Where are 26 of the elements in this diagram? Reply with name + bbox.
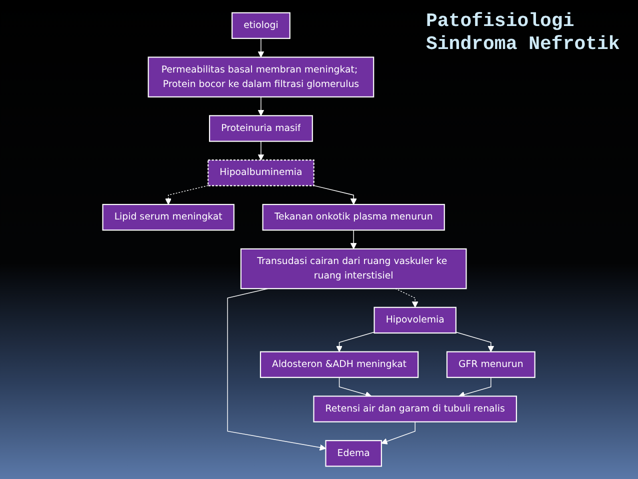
arrow xyxy=(258,140,264,160)
arrow xyxy=(350,230,357,250)
arrow xyxy=(381,421,416,444)
arrow xyxy=(227,288,326,451)
node-box: GFR menurun xyxy=(446,351,536,378)
arrow xyxy=(258,96,264,116)
node-box: Hipovolemia xyxy=(374,306,457,334)
arrow xyxy=(395,288,418,308)
arrow xyxy=(339,377,372,398)
arrow xyxy=(456,332,494,352)
node-box: etiologi xyxy=(232,12,291,39)
arrow xyxy=(336,332,375,352)
arrow xyxy=(165,185,209,205)
node-box: Permeabilitas basal membran meningkat; Protein bocor ke dalam filtrasi glomerulus xyxy=(148,56,374,98)
node-box: Transudasi cairan dari ruang vaskuler ke ruang interstisiel xyxy=(240,248,467,290)
node-box: Edema xyxy=(325,440,382,467)
node-box: Retensi air dan garam di tubuli renalis xyxy=(313,396,518,422)
arrow xyxy=(458,377,492,398)
arrow xyxy=(314,185,357,205)
node-box: Tekanan onkotik plasma menurun xyxy=(262,204,446,231)
node-box: Lipid serum meningkat xyxy=(102,204,235,231)
node-box: Proteinuria masif xyxy=(209,115,314,142)
node-box: Hipoalbuminemia xyxy=(208,160,315,186)
arrow xyxy=(258,38,264,58)
node-box: Aldosteron &ADH meningkat xyxy=(260,351,419,378)
title: Patofisiologi Sindroma Nefrotik xyxy=(426,10,621,56)
